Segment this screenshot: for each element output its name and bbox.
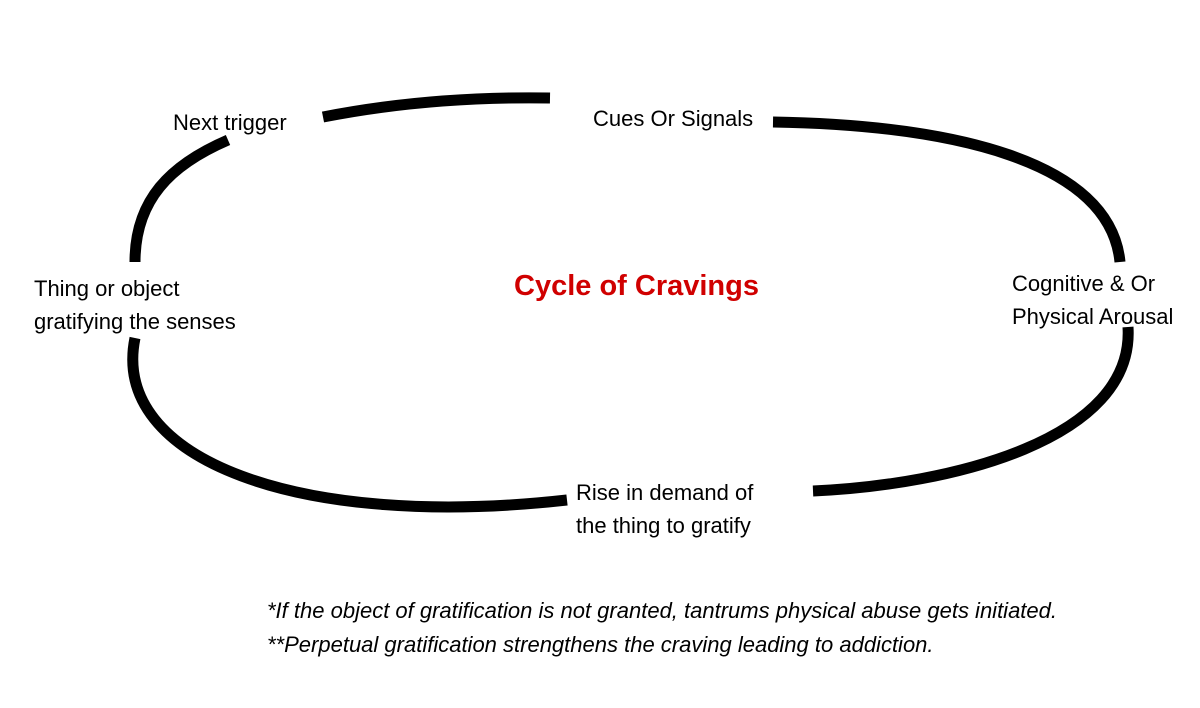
stage-label-line: Rise in demand of [576, 480, 754, 505]
stage-gratifying-object: Thing or object gratifying the senses [34, 272, 236, 338]
diagram-title: Cycle of Cravings [514, 270, 759, 302]
stage-next-trigger: Next trigger [173, 106, 287, 139]
arc-top-left [129, 134, 231, 263]
stage-label-line: Next trigger [173, 110, 287, 135]
arc-top-right [772, 116, 1126, 263]
arc-bottom-right [812, 326, 1134, 497]
stage-label-line: the thing to gratify [576, 513, 751, 538]
stage-label-line: Physical Arousal [1012, 304, 1174, 329]
stage-rise-in-demand: Rise in demand of the thing to gratify [576, 476, 753, 542]
stage-label-line: Thing or object [34, 276, 180, 301]
stage-label-line: Cognitive & Or [1012, 271, 1156, 296]
arc-bottom-left [127, 336, 568, 513]
stage-arousal: Cognitive & Or Physical Arousal [1012, 267, 1173, 333]
stage-label-line: Cues Or Signals [593, 106, 754, 131]
stage-cues-or-signals: Cues Or Signals [593, 102, 753, 135]
arc-top [321, 92, 551, 123]
stage-label-line: gratifying the senses [34, 309, 236, 334]
footnote-2: **Perpetual gratification strengthens th… [267, 632, 934, 657]
footnote-1: *If the object of gratification is not g… [267, 598, 1058, 623]
